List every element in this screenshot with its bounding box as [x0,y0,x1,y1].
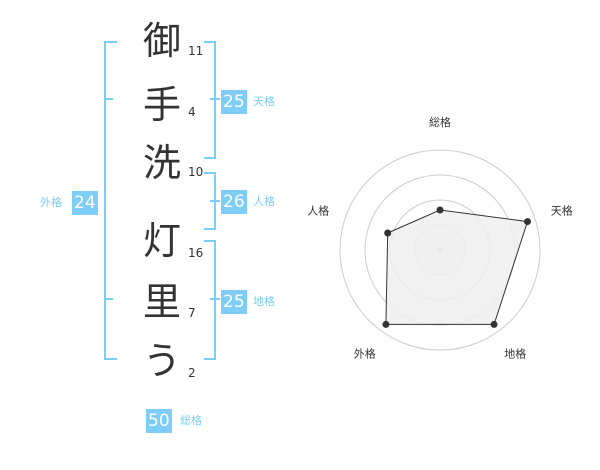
chikaku-value: 25 [221,290,247,314]
jinkaku-label: 人格 [253,195,275,208]
soukaku-label: 総格 [180,414,202,427]
radar-axis-label-4: 外格 [354,347,376,361]
chikaku-bracket-tick [210,298,220,300]
name-char-4: 灯 [142,219,181,263]
stroke-count-1: 11 [188,44,204,58]
chikaku-label: 地格 [253,295,275,308]
stroke-count-2: 4 [188,105,196,119]
radar-axis-label-2: 天格 [551,203,573,217]
radar-axis-label-3: 地格 [504,347,526,361]
radar-point-2 [523,218,531,226]
tenkaku-bracket-tick [210,98,220,100]
radar-axis-label-1: 総格 [429,115,451,129]
gaikaku-value: 24 [72,191,98,215]
jinkaku-bracket-tick [210,200,220,202]
radar-point-5 [384,229,392,237]
name-char-3: 洗 [142,141,181,185]
radar-point-4 [382,320,390,328]
name-char-6: う [142,339,181,383]
radar-axis-label-5: 人格 [307,203,329,217]
stroke-count-3: 10 [188,165,204,179]
gaikaku-bracket-tick [104,298,113,300]
stroke-count-6: 2 [188,366,196,380]
name-char-1: 御 [142,19,181,63]
name-char-5: 里 [142,280,181,324]
radar-series-area [385,209,529,325]
tenkaku-label: 天格 [253,95,275,108]
tenkaku-bracket [204,41,216,159]
stroke-count-4: 16 [188,246,204,260]
radar-point-1 [436,206,444,214]
radar-point-3 [490,320,498,328]
chikaku-bracket [204,240,216,360]
gaikaku-bracket-tick [104,98,113,100]
radar-ring [339,149,541,351]
gaikaku-label: 外格 [40,196,62,209]
soukaku-value: 50 [146,409,172,433]
stroke-count-5: 7 [188,306,196,320]
name-char-2: 手 [142,83,181,127]
jinkaku-value: 26 [221,190,247,214]
gaikaku-bracket [104,41,117,360]
tenkaku-value: 25 [221,90,247,114]
